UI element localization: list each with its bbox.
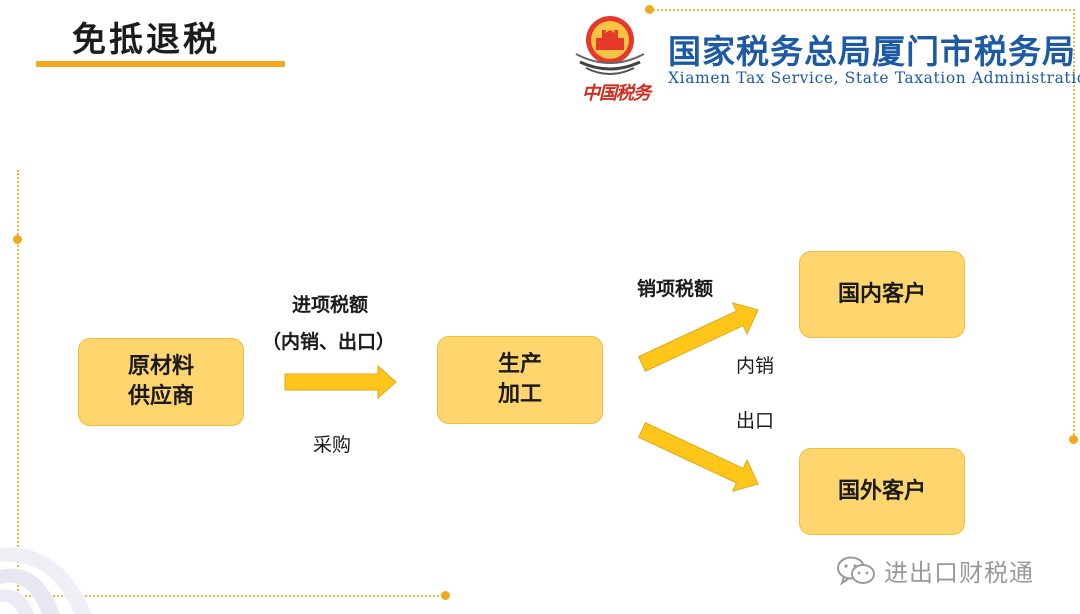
title-underline [36, 61, 285, 67]
node-label: 生产 加工 [497, 352, 542, 407]
page-title: 免抵退税 [72, 20, 220, 60]
wechat-icon [837, 556, 875, 585]
seal-text: 中国税务 [582, 83, 651, 104]
node-production: 生产 加工 [437, 336, 603, 424]
label-purchase: 采购 [313, 434, 352, 456]
watermark: 进出口财税通 [836, 553, 1034, 588]
node-domestic-customer: 国内客户 [799, 251, 965, 338]
label-input-tax: 进项税额 [292, 294, 369, 316]
frame-bottom-border [17, 595, 447, 597]
frame-top-border [650, 9, 1075, 11]
arrow-domestic-sale [637, 302, 759, 372]
label-output-tax: 销项税额 [637, 278, 714, 300]
arrow-purchase [284, 364, 397, 400]
node-raw-material-supplier: 原材料 供应商 [78, 338, 244, 426]
node-label: 原材料 供应商 [127, 354, 194, 409]
node-foreign-customer: 国外客户 [799, 448, 965, 535]
watermark-text: 进出口财税通 [884, 559, 1034, 587]
frame-dot [441, 591, 450, 600]
label-input-tax-scope: （内销、出口） [262, 331, 396, 353]
frame-left-border [17, 170, 19, 595]
node-label: 国外客户 [837, 478, 926, 504]
frame-dot [645, 5, 654, 14]
label-domestic-sale: 内销 [736, 355, 775, 377]
arrow-export [637, 422, 759, 492]
frame-dot [1069, 435, 1078, 444]
national-emblem-icon [575, 16, 645, 75]
brand-name-en: Xiamen Tax Service, State Taxation Admin… [668, 69, 1080, 87]
node-label: 国内客户 [837, 281, 926, 307]
label-export: 出口 [736, 410, 775, 432]
frame-right-border [1073, 9, 1075, 439]
decorative-stripes [0, 547, 92, 614]
frame-dot [13, 235, 22, 244]
brand-name: 国家税务总局厦门市税务局 [668, 32, 1076, 71]
